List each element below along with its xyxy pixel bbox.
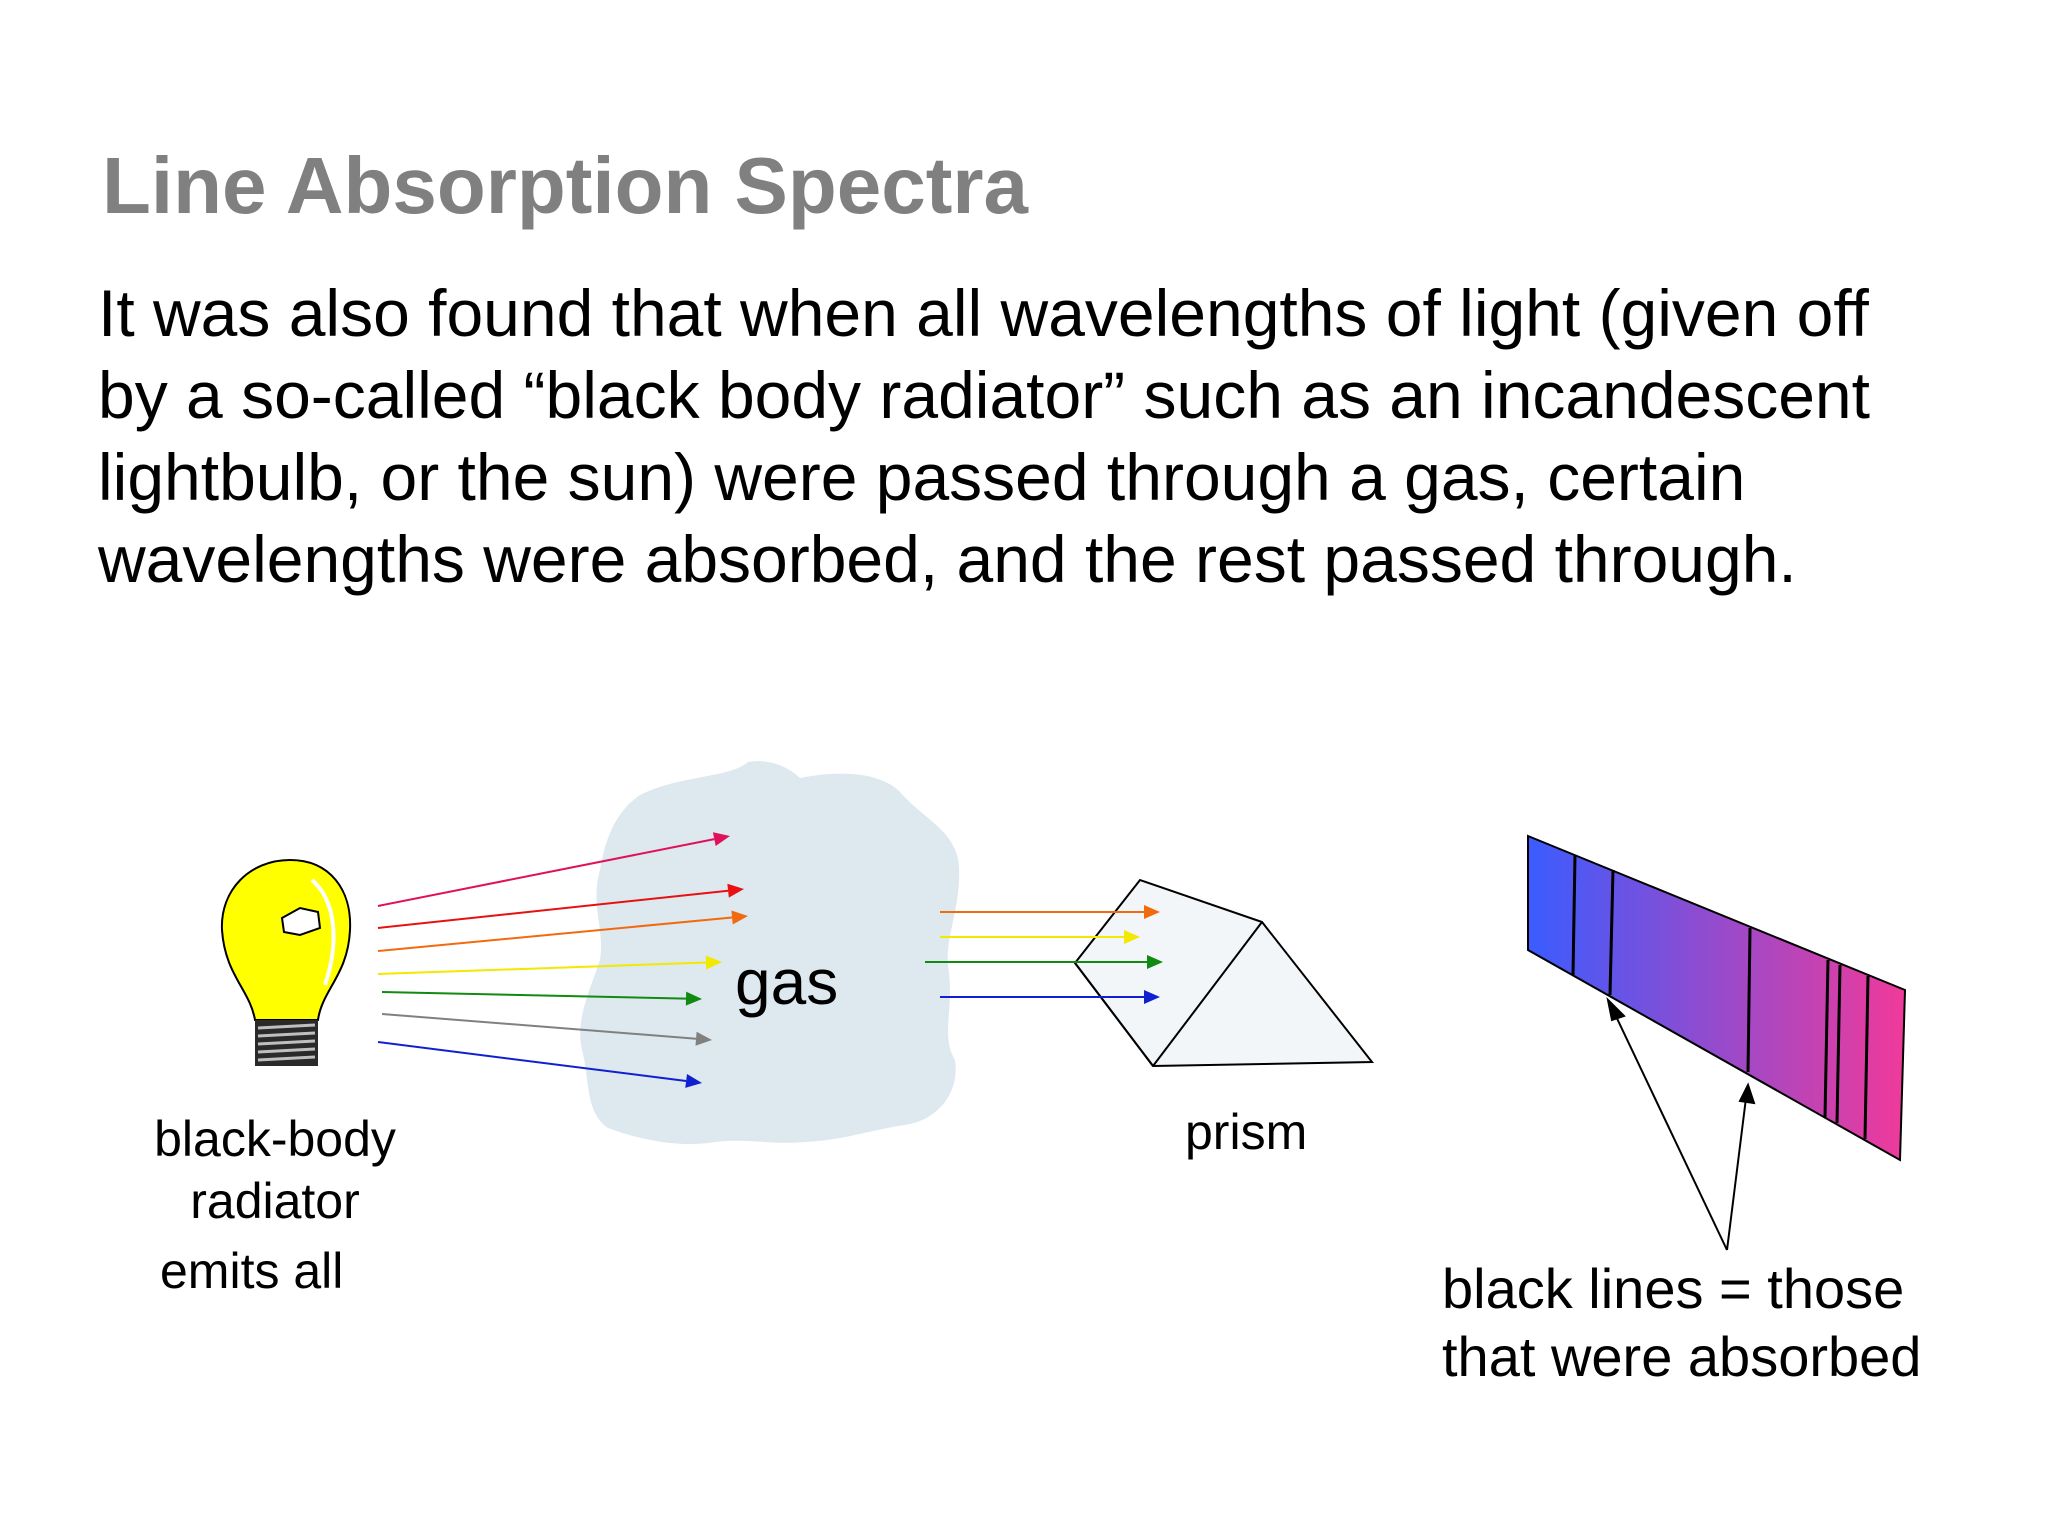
blackbody-label-line: black-body: [154, 1111, 396, 1167]
lightbulb-icon: [220, 858, 352, 1066]
slide-title: Line Absorption Spectra: [102, 141, 1029, 230]
prism: [1073, 878, 1375, 1068]
outgoing-ray: [940, 905, 1160, 919]
outgoing-ray: [940, 990, 1160, 1004]
gas-label: gas: [735, 946, 839, 1018]
absorption-lines: [1571, 854, 1870, 1140]
blackbody-label: black-body radiator: [130, 1108, 420, 1232]
blackbody-label-line: radiator: [190, 1173, 360, 1229]
incoming-ray: [377, 832, 730, 907]
incoming-ray: [377, 910, 748, 952]
outgoing-ray: [925, 955, 1163, 969]
incoming-rays: [377, 832, 748, 1088]
pointer-arrows: [1606, 996, 1756, 1251]
body-paragraph: It was also found that when all waveleng…: [98, 272, 1998, 600]
absorbed-lines-label: black lines = those that were absorbed: [1442, 1255, 1921, 1391]
body-line: It was also found that when all waveleng…: [98, 276, 1869, 350]
outgoing-rays: [925, 905, 1163, 1004]
outgoing-ray: [940, 930, 1140, 944]
incoming-ray: [377, 955, 722, 975]
incoming-ray: [381, 1013, 712, 1046]
gas-cloud: [580, 761, 960, 1145]
prism-label: prism: [1185, 1104, 1308, 1160]
body-line: wavelengths were absorbed, and the rest …: [98, 522, 1797, 596]
body-line: by a so-called “black body radiator” suc…: [98, 358, 1870, 432]
body-line: lightbulb, or the sun) were passed throu…: [98, 440, 1746, 514]
incoming-ray: [377, 1041, 702, 1088]
absorbed-label-line: black lines = those: [1442, 1257, 1905, 1320]
incoming-ray: [377, 883, 744, 929]
absorption-spectrum: [1527, 834, 1907, 1162]
incoming-ray: [381, 991, 702, 1006]
emits-all-label: emits all: [160, 1243, 344, 1299]
absorbed-label-line: that were absorbed: [1442, 1325, 1922, 1388]
